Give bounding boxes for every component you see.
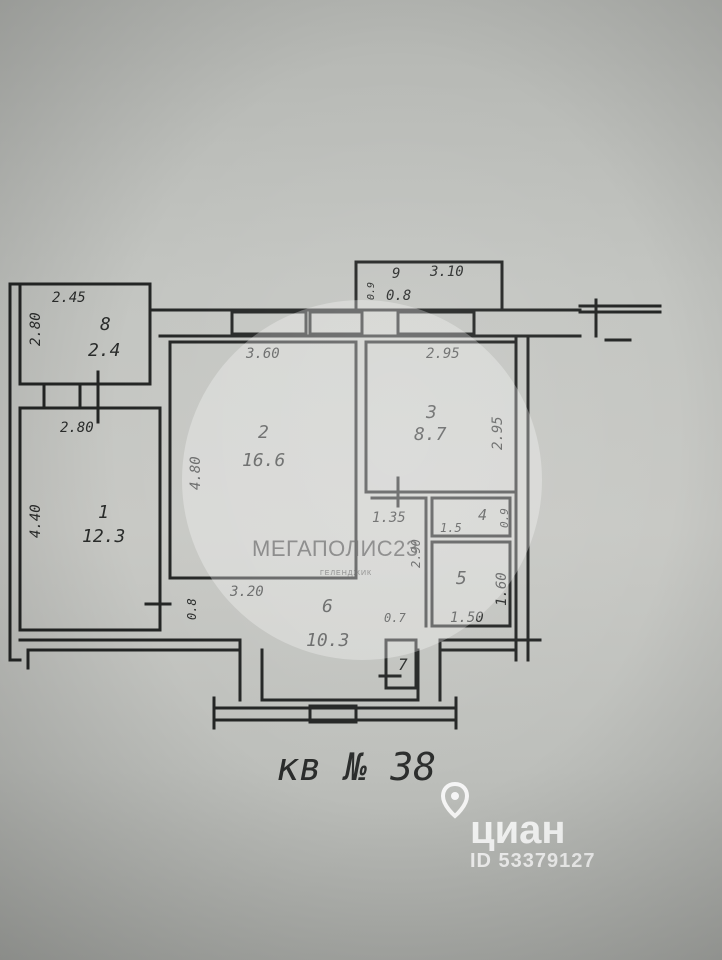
dim-r4-a: 1.5 xyxy=(440,521,462,535)
dim-r1-top: 2.80 xyxy=(60,420,94,436)
dim-r3-top: 2.95 xyxy=(426,346,460,362)
watermark-brand: МЕГАПОЛИС23 xyxy=(252,536,419,561)
room-8-outline xyxy=(18,282,152,386)
dim-r4-b: 0.9 xyxy=(498,508,511,528)
dim-r5-bottom: 1.50 xyxy=(450,610,484,626)
room-4-number: 4 xyxy=(478,506,487,524)
room-3-area: 8.7 xyxy=(414,424,447,445)
room-4-outline xyxy=(430,496,512,538)
listing-site-logo: циан xyxy=(470,808,566,852)
room-1-number: 1 xyxy=(98,502,109,523)
dim-r2-side: 4.80 xyxy=(188,456,204,490)
dim-r1-side: 4.40 xyxy=(28,504,44,538)
room-2-area: 16.6 xyxy=(242,450,285,471)
dim-r8-top: 2.45 xyxy=(52,290,86,306)
room-8-area: 2.4 xyxy=(88,340,121,361)
room-7-number: 7 xyxy=(398,655,408,674)
room-9-number: 9 xyxy=(392,266,400,282)
room-1-area: 12.3 xyxy=(82,526,125,547)
room-7-outline xyxy=(384,638,418,690)
room-5-number: 5 xyxy=(456,568,467,589)
dim-r6-small: 0.7 xyxy=(384,611,406,625)
room-3-number: 3 xyxy=(425,402,437,423)
dim-r9-side: 0.9 xyxy=(366,282,377,300)
room-6-number: 6 xyxy=(322,596,333,617)
watermark-circle xyxy=(182,300,542,660)
dim-r3-side: 2.95 xyxy=(490,416,506,450)
dim-r2-top: 3.60 xyxy=(245,346,280,362)
dim-r1-door: 0.8 xyxy=(185,598,199,620)
watermark-subtitle: ГЕЛЕНДЖИК xyxy=(320,570,373,577)
dim-hall-side: 2.90 xyxy=(409,539,423,568)
dim-r2-bottom: 3.20 xyxy=(229,584,264,600)
room-9-area: 0.8 xyxy=(386,288,411,304)
dim-r5-side: 1.60 xyxy=(494,572,510,606)
apartment-caption: кв № 38 xyxy=(276,745,436,789)
room-9-outline xyxy=(354,260,504,312)
room-5-outline xyxy=(430,540,512,628)
room-8-number: 8 xyxy=(100,314,111,335)
dim-r9-top: 3.10 xyxy=(429,264,464,280)
dim-r8-side: 2.80 xyxy=(28,312,44,346)
location-pin-icon xyxy=(440,782,470,819)
room-2-outline xyxy=(168,340,358,580)
listing-id: ID 53379127 xyxy=(470,850,596,872)
room-2-number: 2 xyxy=(258,422,269,443)
dim-r4-left: 1.35 xyxy=(372,510,406,526)
room-1-outline xyxy=(18,406,162,632)
room-6-area: 10.3 xyxy=(306,630,349,651)
